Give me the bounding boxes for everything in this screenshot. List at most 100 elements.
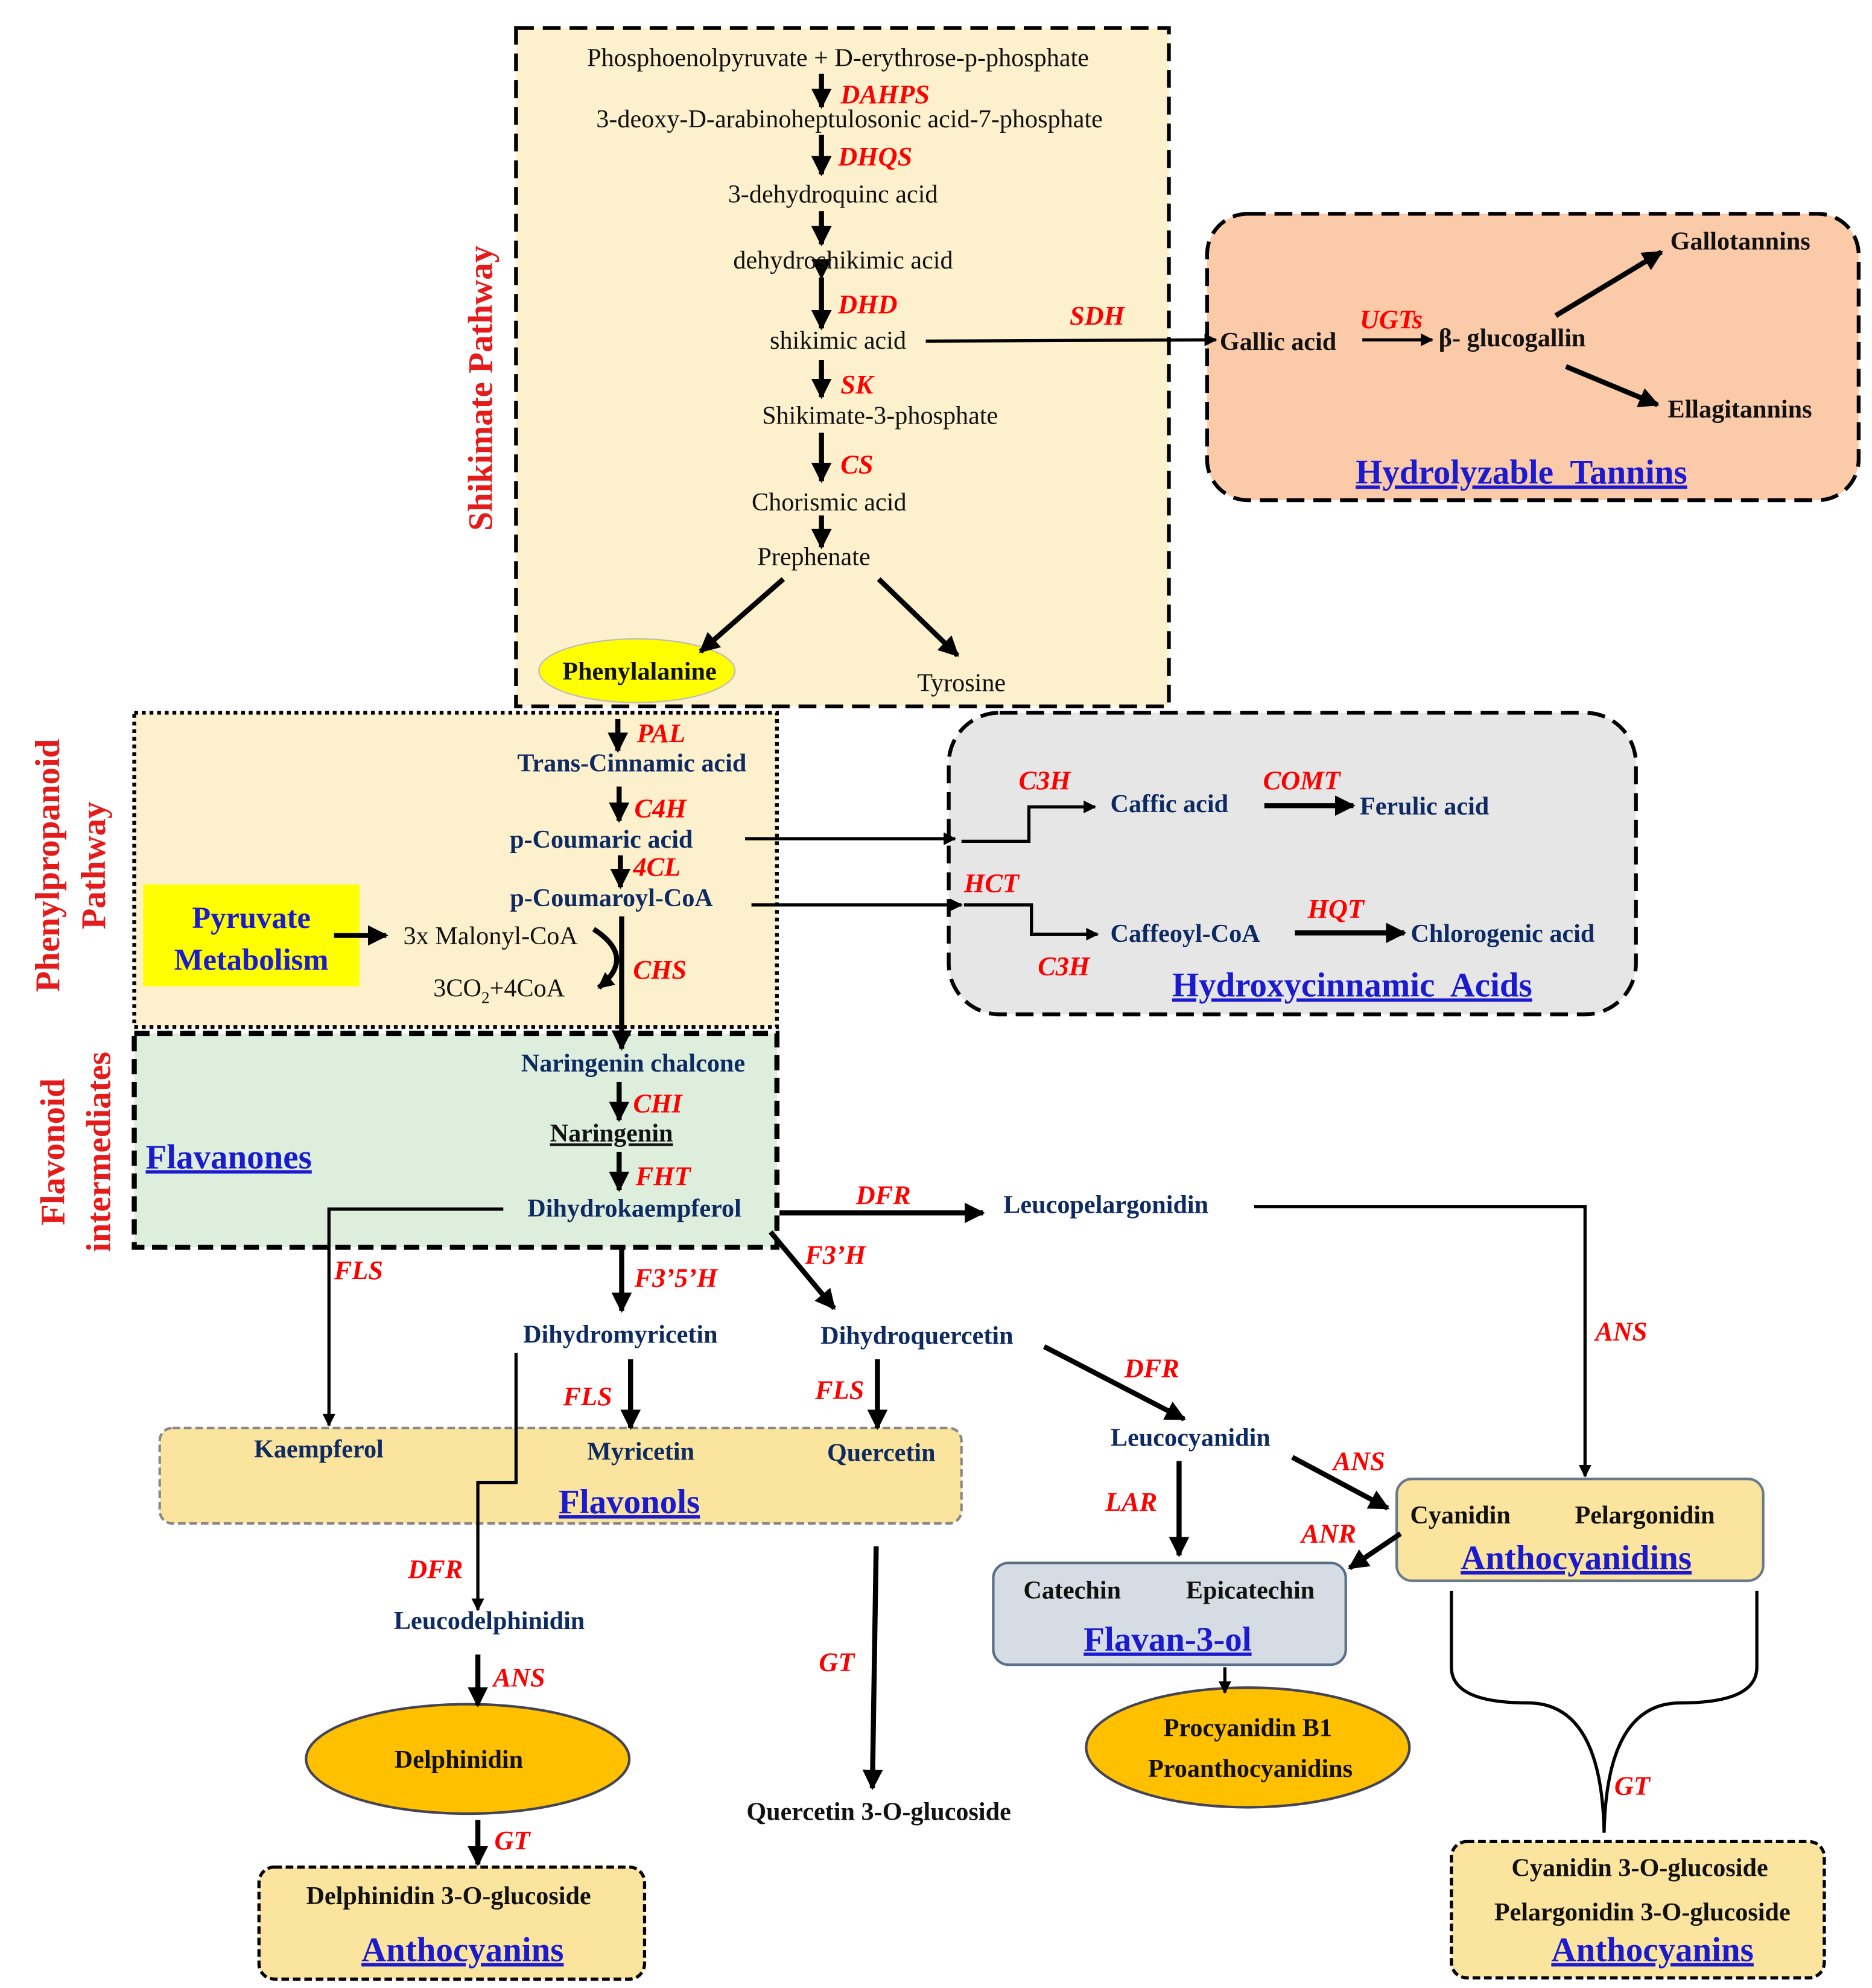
cyan-anthocyanins-box [1450,1840,1826,1980]
enzyme-anr: ANR [1299,1519,1356,1549]
kaempferol: Kaempferol [254,1435,384,1463]
trans-cinnamic-acid: Trans-Cinnamic acid [517,749,746,777]
flavan3ol-box [992,1561,1347,1666]
enzyme-fls-2: FLS [562,1382,612,1411]
enzyme-dfr-3: DFR [1124,1353,1179,1383]
enzyme-c3h-2: C3H [1038,951,1091,981]
glucogallin: β- glucogallin [1439,324,1586,352]
delph-anthocyanins-box [257,1865,647,1981]
s3p: Shikimate-3-phosphate [762,401,998,430]
co2-coa: 3CO2+4CoA [433,974,565,1007]
shikimate-title: Shikimate Pathway [462,246,500,531]
anthocyanidins-title: Anthocyanidins [1461,1539,1692,1577]
gallotannins: Gallotannins [1671,227,1810,255]
enzyme-ans-3: ANS [1593,1316,1647,1346]
brace [1450,1590,1759,1833]
chorismic-acid: Chorismic acid [752,488,907,516]
leucopelargonidin: Leucopelargonidin [1003,1190,1208,1219]
enzyme-dhd: DHD [837,290,897,319]
phenylalanine: Phenylalanine [562,657,716,685]
tannin-box [1205,212,1861,503]
enzyme-hct: HCT [963,869,1020,898]
dihydromyricetin: Dihydromyricetin [523,1320,718,1348]
enzyme-dfr-1: DFR [855,1181,911,1210]
flavonols-box [158,1426,963,1525]
prephenate: Prephenate [757,543,870,571]
enzyme-hqt: HQT [1307,894,1365,924]
hca-box [947,711,1638,1017]
p-coumaroyl-coa: p-Coumaroyl-CoA [510,884,713,912]
malonyl-coa: 3x Malonyl-CoA [404,922,579,950]
quercetin: Quercetin [827,1439,936,1467]
procyanidin-ellipse [1085,1686,1411,1809]
enzyme-f3h: F3’H [804,1240,866,1270]
anthocyanins-title-2: Anthocyanins [1551,1931,1753,1969]
enzyme-fls-1: FLS [334,1256,383,1285]
pyruvate-label-2: Metabolism [174,942,329,976]
naringenin-chalcone: Naringenin chalcone [521,1049,745,1078]
ellagitannins: Ellagitannins [1667,395,1812,424]
phenylalanine-ellipse [538,638,736,703]
dahp: 3-deoxy-D-arabinoheptulosonic acid-7-pho… [596,105,1103,133]
hca-title: Hydroxycinnamic Acids [1172,967,1532,1005]
flavanone-box [132,1031,780,1250]
enzyme-fht: FHT [635,1161,692,1191]
p-coumaric-acid: p-Coumaric acid [510,825,693,854]
enzyme-f35h: F3’5’H [634,1263,719,1293]
flavonoid-title-1: Flavonoid [34,1078,72,1225]
pelargonidin: Pelargonidin [1575,1501,1715,1529]
enzyme-4cl: 4CL [632,852,681,881]
co2-text: 3CO [433,974,481,1003]
enzyme-gt-3: GT [1614,1771,1651,1800]
enzyme-chs: CHS [633,955,687,985]
enzyme-dhqs: DHQS [837,142,912,171]
enzyme-chi: CHI [633,1089,683,1119]
dhq: 3-dehydroquinc acid [728,180,938,208]
enzyme-sk: SK [840,370,875,399]
shikimate-box [514,26,1171,708]
enzyme-ans-1: ANS [491,1663,545,1692]
cyanidin-glucoside: Cyanidin 3-O-glucoside [1511,1853,1768,1882]
enzyme-labels: DAHPS DHQS DHD SK CS SDH UGTs PAL C4H 4C… [334,80,1651,1855]
co2-subscript: 2 [481,988,490,1006]
proanthocyanidins: Proanthocyanidins [1148,1755,1353,1783]
phenylpropanoid-title-2: Pathway [75,801,113,929]
dhs: dehydroshikimic acid [733,246,953,275]
anthocyanidins-box [1395,1478,1765,1583]
quercetin-glucoside: Quercetin 3-O-glucoside [746,1798,1011,1826]
gallic-acid: Gallic acid [1220,328,1336,356]
anthocyanins-title-1: Anthocyanins [361,1931,563,1969]
pelargonidin-glucoside: Pelargonidin 3-O-glucoside [1494,1898,1791,1926]
enzyme-dfr-2: DFR [407,1555,463,1584]
pyruvate-label-1: Pyruvate [192,901,311,935]
phenylpropanoid-title-1: Phenylpropanoid [29,738,67,992]
enzyme-ans-2: ANS [1331,1446,1385,1476]
tannins-title: Hydrolyzable Tannins [1356,454,1687,492]
pep: Phosphoenolpyruvate + D-erythrose-p-phos… [587,44,1089,72]
epicatechin: Epicatechin [1186,1577,1315,1605]
enzyme-pal: PAL [636,719,685,748]
leucodelphinidin: Leucodelphinidin [394,1607,585,1635]
shikimic-acid: shikimic acid [770,326,906,355]
enzyme-c3h-1: C3H [1019,766,1072,795]
delphinidin: Delphinidin [395,1745,523,1774]
enzyme-gt-2: GT [819,1648,855,1677]
enzyme-cs: CS [840,450,873,480]
ferulic-acid: Ferulic acid [1360,792,1489,821]
arrows [322,74,1759,1867]
myricetin: Myricetin [587,1438,694,1466]
cyanidin: Cyanidin [1410,1501,1510,1529]
enzyme-dahps: DAHPS [840,80,930,109]
delphinidin-glucoside: Delphinidin 3-O-glucoside [306,1882,591,1910]
enzyme-gt-1: GT [495,1826,531,1855]
enzyme-sdh: SDH [1070,301,1126,331]
dihydroquercetin: Dihydroquercetin [820,1322,1013,1350]
caffeoyl-coa: Caffeoyl-CoA [1110,919,1260,948]
catechin: Catechin [1023,1577,1121,1605]
flavonols-title: Flavonols [559,1483,700,1521]
enzyme-fls-3: FLS [814,1375,864,1405]
naringenin: Naringenin [550,1119,673,1148]
flavanones-title: Flavanones [146,1138,312,1176]
enzyme-comt: COMT [1263,766,1342,795]
